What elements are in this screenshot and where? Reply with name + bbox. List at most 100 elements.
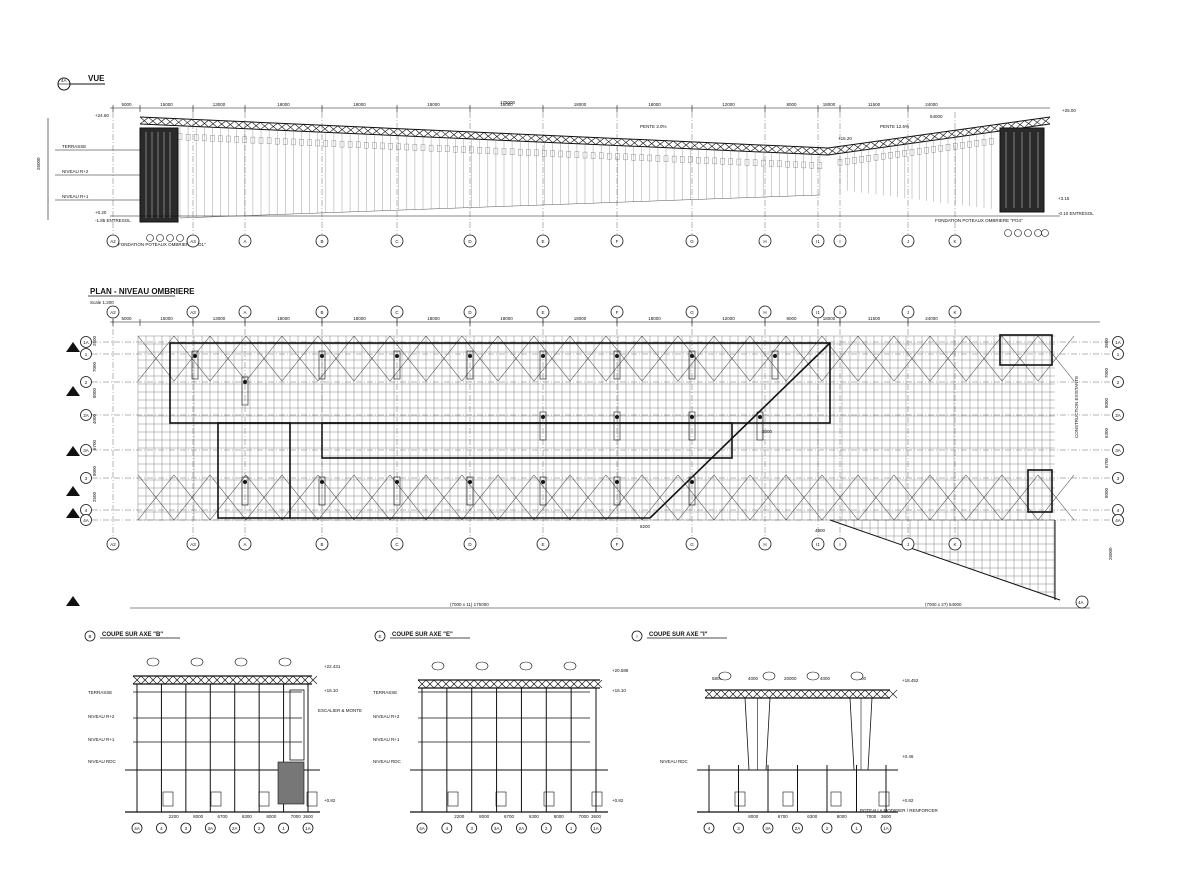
- section-B-note: ESCALIER & MONTE: [318, 708, 362, 713]
- section-I-rdc: NIVEAU RDC: [660, 759, 689, 764]
- plan-row-left-3A-label: 3A: [83, 448, 89, 453]
- foundation-right: FONDATION POTEAUX OMBRIERE "PO4": [935, 218, 1023, 223]
- section-I-axis-3-label: 3: [737, 826, 740, 831]
- plan-left-dim-6: 2500: [92, 491, 97, 502]
- plan-row-left-2A-label: 2A: [83, 413, 89, 418]
- elevation-top-dim-8: 18000: [648, 102, 661, 107]
- slope-right: PENTE 12.6%: [880, 124, 909, 129]
- elevation-axis-D-label: D: [468, 239, 472, 244]
- section-E-axis-1A-label: 1A: [593, 826, 599, 831]
- elevation-axis-F: F: [610, 234, 624, 248]
- plan-row-left-3: 3: [80, 472, 92, 484]
- section-I-top-dim-2: 20000: [784, 676, 797, 681]
- section-B-dim-6: 3600: [303, 814, 314, 819]
- plan-col-bottom-A2: A2: [106, 537, 120, 551]
- section-I-dim-4: 7000: [866, 814, 877, 819]
- section-I-axis-2A: 2A: [792, 822, 803, 834]
- plan-row-right-1: 1: [1112, 348, 1124, 360]
- section-E-axis-2-label: 2: [545, 826, 548, 831]
- level-r1: NIVEAU R+1: [62, 194, 89, 199]
- section-E-dim-1: 8000: [479, 814, 490, 819]
- section-B-axis-1A-label: 1A: [305, 826, 311, 831]
- plan-col-bottom-D: D: [463, 537, 477, 551]
- elevation-truss: [139, 116, 1051, 218]
- elevation-axis-H-label: H: [763, 239, 766, 244]
- plan-row-left-2-label: 2: [85, 380, 88, 385]
- section-I-note: POTEAU A MODIFIER / RENFORCER: [860, 808, 939, 813]
- elevation-axis-A-label: A: [243, 239, 246, 244]
- section-E-dim-5: 7000: [579, 814, 590, 819]
- plan-col-top-B-label: B: [320, 310, 323, 315]
- plan-row-right-3-label: 3: [1117, 476, 1120, 481]
- plan-col-top-J: J: [901, 305, 915, 319]
- plan-left-dim-4: 6700: [92, 439, 97, 450]
- section-E-r2: NIVEAU R+2: [373, 714, 400, 719]
- elevation-axis-A2: A2: [106, 234, 120, 248]
- section-B-axis-2A: 2A: [229, 822, 241, 834]
- plan-top-dim-12: 11500: [868, 316, 881, 321]
- plan-col-top-E: E: [536, 305, 550, 319]
- section-I-top-dim-0: 5800: [712, 676, 723, 681]
- section-E-terrasse: TERRASSE: [373, 690, 397, 695]
- plan-top-dim-13: 24000: [925, 316, 938, 321]
- section-B-r1: NIVEAU R+1: [88, 737, 115, 742]
- plan-row-right-3A-label: 3A: [1115, 448, 1121, 453]
- plan-col-top-A-label: A: [243, 310, 246, 315]
- plan-top-dim-3: 18000: [277, 316, 290, 321]
- elevation-top-dim-5: 18000: [427, 102, 440, 107]
- section-E-dim-6: 3600: [591, 814, 602, 819]
- left-height-dim: 26000: [36, 157, 41, 170]
- section-I-axis-1A-label: 1A: [883, 826, 889, 831]
- section-B-axis-3A-label: 3A: [208, 826, 214, 831]
- section-E-r1: NIVEAU R+1: [373, 737, 400, 742]
- plan-dim-4900: 4900: [815, 528, 826, 533]
- plan-triangle-extension: [829, 519, 1061, 601]
- plan-col-top-D: D: [463, 305, 477, 319]
- elevation-axis-I: I: [833, 234, 847, 248]
- side-dim: 26000: [1108, 547, 1113, 560]
- elevation-top-dim-7: 18000: [574, 102, 587, 107]
- section-B-terrasse: TERRASSE: [88, 690, 112, 695]
- plan-dim-8200: 8200: [640, 524, 651, 529]
- plan-top-dim-7: 18000: [574, 316, 587, 321]
- elevation-top-dim-9: 12000: [722, 102, 735, 107]
- section-E-axis-4-label: 4: [446, 826, 449, 831]
- section-B-axis-1: 1: [278, 822, 289, 834]
- plan-left-dim-1: 7000: [92, 361, 97, 372]
- plan-col-bottom-I1: I1: [811, 537, 825, 551]
- section-I-top-elev: +18.452: [902, 678, 919, 683]
- section-E-axis-3: 3: [466, 822, 478, 834]
- section-I-axis-2-label: 2: [826, 826, 829, 831]
- plan-col-bottom-A: A: [238, 537, 252, 551]
- section-B-top-elev: +22.431: [324, 664, 341, 669]
- elevation-top-dim-10: 8000: [786, 102, 797, 107]
- plan-col-bottom-C-label: C: [395, 542, 399, 547]
- plan-col-top-G: G: [685, 305, 699, 319]
- plan-right-dim-1: 7000: [1104, 367, 1109, 378]
- plan-col-bottom-K: K: [948, 537, 962, 551]
- section-I-dim-0: 8000: [748, 814, 759, 819]
- section-E-dim-3: 6300: [529, 814, 540, 819]
- plan-row-left-3A: 3A: [80, 444, 92, 456]
- section-I-axis-1: 1: [851, 822, 862, 834]
- plan-right-dim-4: 6700: [1104, 457, 1109, 468]
- elevation-axis-I1: I1: [811, 234, 825, 248]
- plan-col-bottom-J-label: J: [907, 542, 909, 547]
- section-I-dim-1: 6700: [778, 814, 789, 819]
- plan-top-dim-6: 18000: [500, 316, 513, 321]
- plan-row-right-4A-label: 4A: [1115, 518, 1121, 523]
- plan-top-dim-0: 5000: [121, 316, 132, 321]
- plan-right-dim-5: 8000: [1104, 487, 1109, 498]
- plan-col-top-I1-label: I1: [816, 310, 820, 315]
- plan-col-bottom-A-label: A: [243, 542, 246, 547]
- plan-row-right-4A: 4A: [1112, 514, 1124, 526]
- plan-row-right-1A-label: 1A: [1115, 340, 1121, 345]
- section-B-axis-3: 3: [180, 822, 192, 834]
- section-I-axis-4-label: 4: [708, 826, 711, 831]
- elevation-top-dim-2: 13000: [213, 102, 226, 107]
- section-I-bubble-label: I: [636, 634, 637, 639]
- section-E-top-elev: +20.588: [612, 668, 629, 673]
- elevation-top-dim-3: 18000: [277, 102, 290, 107]
- section-B-mid-elev: +16.10: [324, 688, 338, 693]
